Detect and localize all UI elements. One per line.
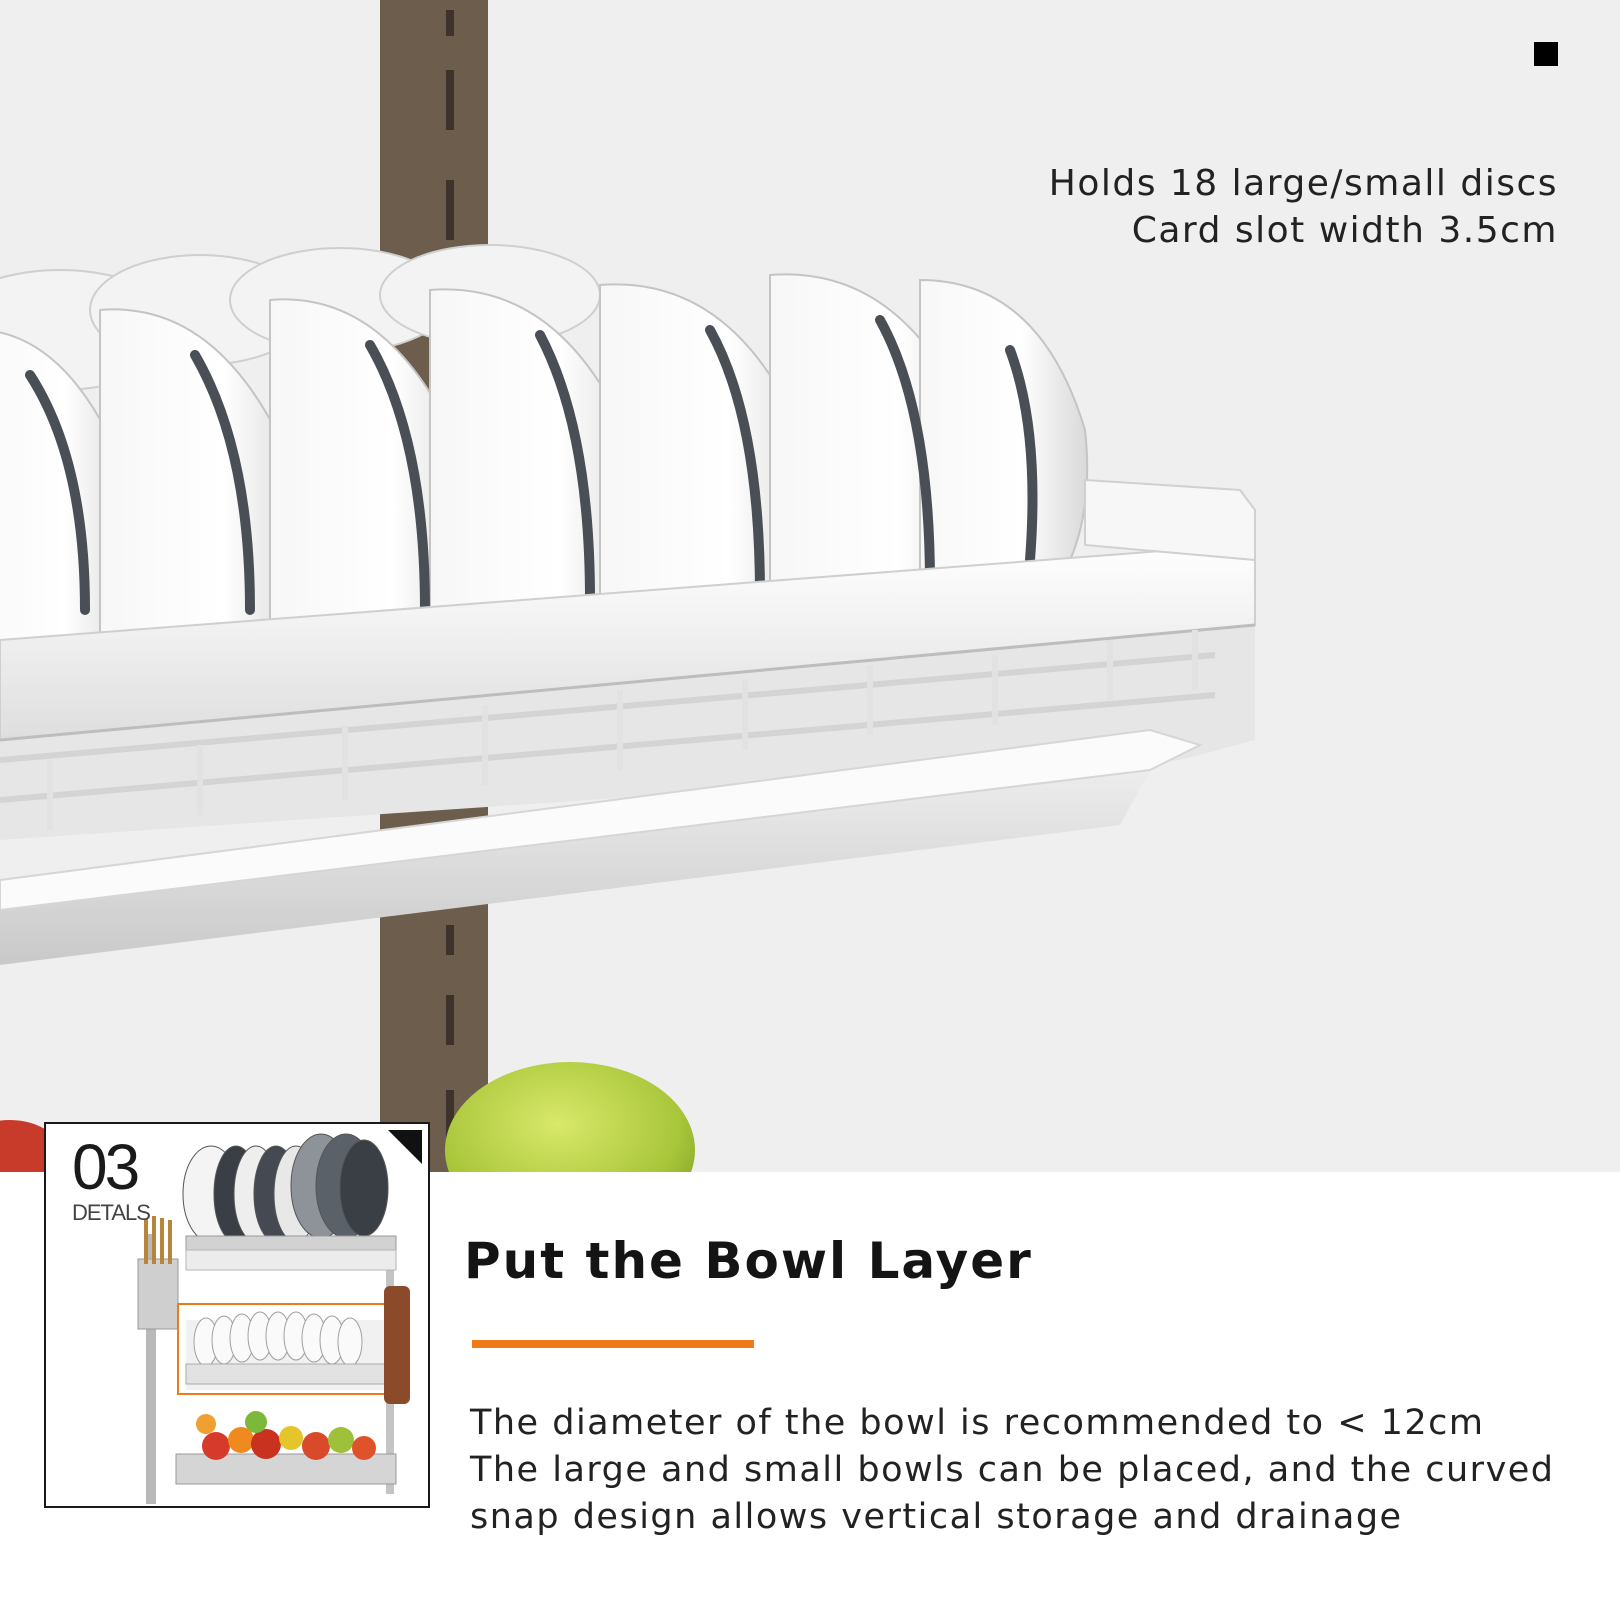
capacity-line: Holds 18 large/small discs [1048,163,1558,204]
detail-number: 03 [72,1131,140,1203]
section-title: Put the Bowl Layer [464,1232,1033,1290]
slot-width-line: Card slot width 3.5cm [1131,210,1558,251]
three-tier-rack-illustration [137,1133,410,1504]
detail-label: DETALS [72,1200,151,1225]
corner-square-mark [1534,42,1558,66]
dish-rack-photo: Holds 18 large/small discs Card slot wid… [0,0,1620,1172]
description-line: The large and small bowls can be placed,… [470,1450,1555,1490]
detail-thumbnail: 03 DETALS [44,1122,430,1508]
description-line: The diameter of the bowl is recommended … [470,1403,1485,1443]
accent-divider [472,1340,754,1348]
dish-rack-illustration [0,0,1256,1172]
description-line: snap design allows vertical storage and … [470,1497,1403,1537]
corner-triangle-icon [388,1130,422,1164]
capacity-caption: Holds 18 large/small discs Card slot wid… [1049,160,1558,254]
section-description: The diameter of the bowl is recommended … [470,1400,1555,1541]
